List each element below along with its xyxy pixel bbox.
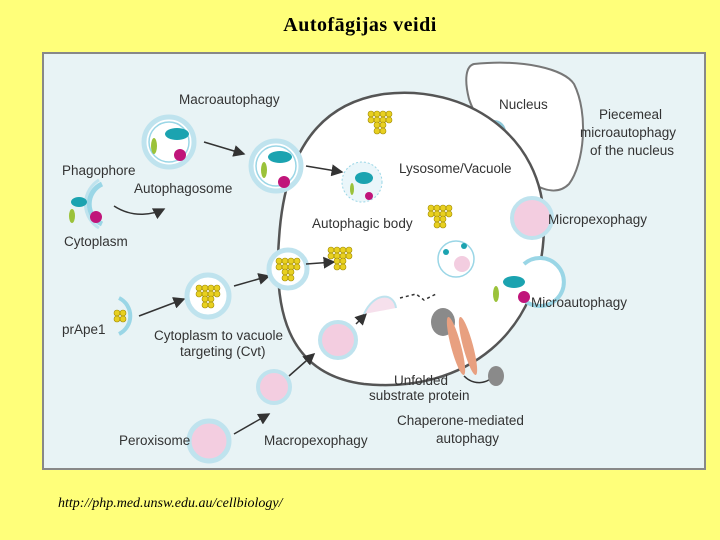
prape1-label: prApe1 bbox=[62, 322, 106, 337]
autophagy-diagram: Macroautophagy Phagophore Autophagosome … bbox=[44, 54, 704, 468]
piecemeal-label-line1: Piecemeal bbox=[599, 107, 662, 122]
lysosome-vacuole-label: Lysosome/Vacuole bbox=[399, 161, 512, 176]
source-url: http://php.med.unsw.edu.au/cellbiology/ bbox=[58, 496, 283, 511]
phagophore-label: Phagophore bbox=[62, 163, 136, 178]
autophagosome-label: Autophagosome bbox=[134, 181, 232, 196]
autophagic-body-label: Autophagic body bbox=[312, 216, 413, 231]
unfolded-protein-label-line2: substrate protein bbox=[369, 388, 470, 403]
microautophagy-pathway bbox=[493, 256, 566, 308]
cvt-pathway bbox=[113, 247, 352, 336]
microautophagy-label: Microautophagy bbox=[531, 295, 627, 310]
phagophore-group bbox=[69, 178, 166, 230]
piecemeal-label-line2: microautophagy bbox=[580, 125, 676, 140]
chaperone-label-line1: Chaperone-mediated bbox=[397, 413, 524, 428]
micropexophagy-pathway bbox=[437, 196, 554, 278]
macroautophagy-pathway bbox=[141, 114, 344, 194]
macropexophagy-pathway bbox=[186, 295, 397, 464]
slide-title: Autofāgijas veidi bbox=[283, 14, 437, 36]
piecemeal-label-line3: of the nucleus bbox=[590, 143, 674, 158]
chaperone-mediated-pathway bbox=[399, 293, 504, 386]
peroxisome-label: Peroxisome bbox=[119, 433, 190, 448]
unfolded-protein-label-line1: Unfolded bbox=[394, 373, 448, 388]
cvt-label-line2: targeting (Cvt) bbox=[180, 344, 266, 359]
micropexophagy-label: Micropexophagy bbox=[548, 212, 647, 227]
macropexophagy-label: Macropexophagy bbox=[264, 433, 368, 448]
nucleus-label: Nucleus bbox=[499, 97, 548, 112]
cvt-label-line1: Cytoplasm to vacuole bbox=[154, 328, 283, 343]
chaperone-label-line2: autophagy bbox=[436, 431, 499, 446]
nucleus bbox=[465, 61, 584, 192]
cytoplasm-label: Cytoplasm bbox=[64, 234, 128, 249]
autophagic-body bbox=[341, 161, 383, 203]
macroautophagy-label: Macroautophagy bbox=[179, 92, 280, 107]
